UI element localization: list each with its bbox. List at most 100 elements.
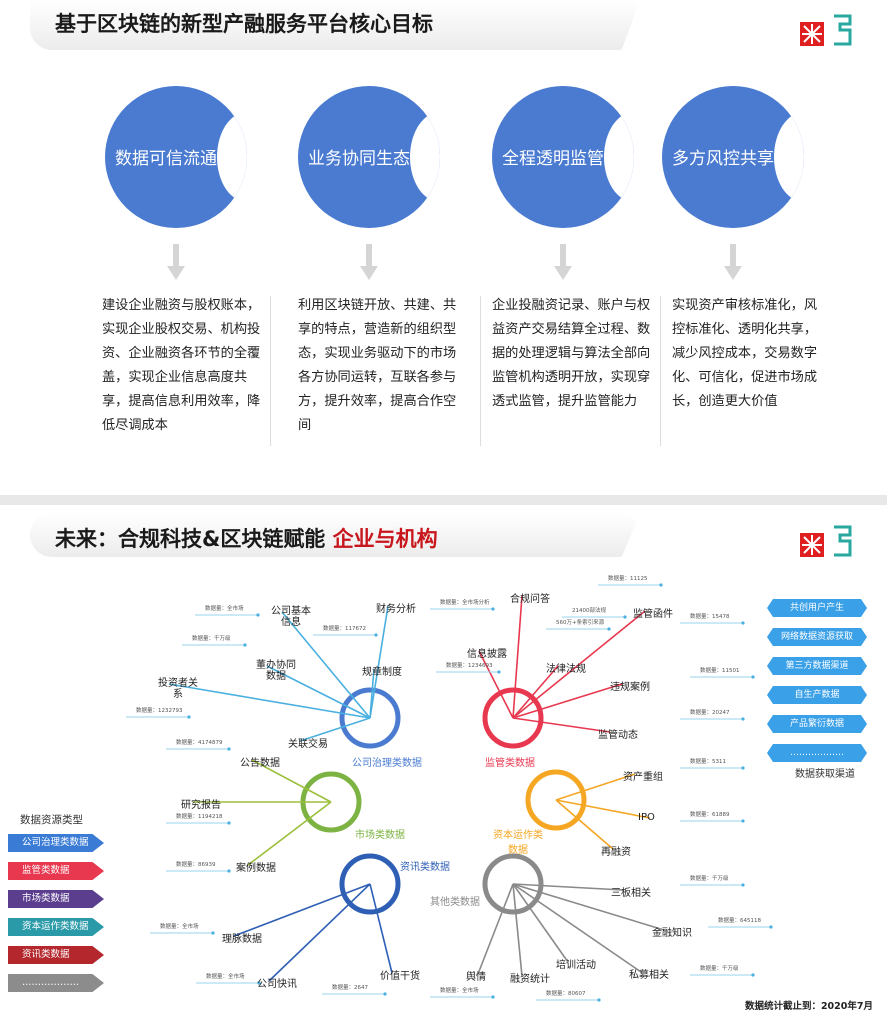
- data-count-label: 数据量：1194218: [176, 814, 223, 820]
- slide-separator: [0, 495, 887, 505]
- hub-ring: [482, 687, 544, 749]
- connector-line: [512, 610, 646, 719]
- count-dot: [187, 715, 191, 719]
- description-line: 控标准化、透明化共享，: [672, 322, 818, 337]
- data-count-label: 数据量：千万级: [192, 636, 231, 642]
- count-dot: [374, 633, 378, 637]
- data-node-label: 关联交易: [288, 739, 328, 750]
- data-node-label: IPO: [638, 812, 655, 823]
- connector-line: [369, 605, 389, 719]
- data-count-label: 数据量：全市场: [205, 606, 244, 612]
- description-line: 实现企业股权交易、机构投: [102, 322, 261, 337]
- count-dot: [751, 973, 755, 977]
- data-count-label: 数据量：117672: [323, 626, 366, 632]
- count-dot: [751, 675, 755, 679]
- data-count-label: 数据量：全市场: [206, 974, 245, 980]
- divider: [480, 296, 481, 446]
- connector-line: [512, 683, 623, 719]
- connector-line: [555, 799, 651, 819]
- data-count-label: 数据量：15478: [690, 614, 730, 620]
- count-dot: [741, 766, 745, 770]
- connector-line: [477, 883, 514, 975]
- title-bar: [30, 0, 640, 50]
- title-highlight: 企业与机构: [332, 527, 438, 551]
- description-line: 减少风控成本，交易数字: [672, 346, 818, 361]
- count-dot: [243, 643, 247, 647]
- data-node-label: 金融知识: [652, 928, 692, 939]
- connector-line: [512, 665, 559, 719]
- hub-ring: [339, 853, 401, 915]
- legend-item: 资本运作类数据: [8, 918, 104, 936]
- slide-core-goals: 基于区块链的新型产融服务平台核心目标 数据可信流通建设企业融资与股权账本，实现企…: [0, 0, 887, 495]
- data-count-label: 数据量：80607: [546, 991, 586, 997]
- goal-circle-3: 全程透明监管: [492, 86, 634, 228]
- description-line: 建设企业融资与股权账本，: [102, 298, 261, 313]
- legend-title: 数据资源类型: [20, 814, 83, 826]
- count-dot: [256, 613, 260, 617]
- data-node-label: 监管函件: [633, 609, 673, 620]
- count-dot: [491, 995, 495, 999]
- description-line: 享，提高信息利用效率，降: [102, 394, 261, 409]
- divider: [270, 296, 271, 446]
- goal-description: 建设企业融资与股权账本，实现企业股权交易、机构投资、企业融资各环节的全覆盖，实现…: [102, 294, 260, 438]
- description-line: 享的特点，营造新的组织型: [298, 322, 457, 337]
- count-dot: [741, 883, 745, 887]
- description-line: 利用区块链开放、共建、共: [298, 298, 457, 313]
- goal-circle-2: 业务协同生态: [298, 86, 440, 228]
- data-count-label: 数据量：61889: [690, 812, 730, 818]
- logo-icon: [800, 525, 852, 557]
- goal-description: 企业投融资记录、账户与权益资产交易结算全过程、数据的处理逻辑与算法全部向监管机构…: [492, 294, 650, 414]
- data-count-label: 数据量：千万级: [700, 966, 739, 972]
- connector-line: [512, 595, 523, 719]
- description-line: 监管机构透明开放，实现穿: [492, 370, 651, 385]
- connector-line: [251, 759, 332, 803]
- data-node-label: 研究报告: [181, 800, 221, 811]
- data-node-label: 公司快讯: [257, 979, 297, 990]
- connector-line: [512, 883, 642, 973]
- data-count-label: 数据量：1234693: [446, 663, 493, 669]
- hub-label: 监管类数据: [485, 758, 535, 769]
- description-line: 益资产交易结算全过程、数: [492, 322, 651, 337]
- data-node-label: 法律法规: [546, 664, 586, 675]
- data-node-label: 公告数据: [240, 758, 280, 769]
- data-count-label: 数据量：全市场: [440, 988, 479, 994]
- description-line: 据的处理逻辑与算法全部向: [492, 346, 651, 361]
- description-line: 企业投融资记录、账户与权: [492, 298, 651, 313]
- data-node-label: 理脉数据: [222, 934, 262, 945]
- connector-line: [266, 665, 371, 719]
- data-count-label: 数据量：全市场分析: [440, 600, 490, 606]
- description-line: 低尽调成本: [102, 418, 168, 433]
- connector-line: [281, 611, 371, 719]
- hub-label: 其他类数据: [430, 897, 480, 908]
- data-count-label: 数据量：5311: [690, 759, 726, 765]
- data-node-label: 私募相关: [629, 970, 669, 981]
- connector-line: [555, 773, 636, 801]
- count-dot: [741, 819, 745, 823]
- data-node-label: 舆情: [466, 972, 486, 983]
- connector-line: [512, 883, 569, 963]
- description-line: 方，提升效率，提高合作空: [298, 394, 457, 409]
- connector-line: [512, 883, 665, 931]
- count-dot: [497, 670, 501, 674]
- channel-item: 自生产数据: [767, 686, 867, 704]
- data-count-label: 数据量：2647: [332, 985, 368, 991]
- data-count-label: 数据量：645118: [718, 918, 761, 924]
- goal-label: 多方风控共享: [672, 149, 774, 169]
- data-node-label: 公司基本信息: [271, 606, 311, 628]
- data-count-label: 数据量：20247: [690, 710, 730, 716]
- down-arrow-icon: [554, 244, 572, 280]
- data-node-label: 案例数据: [236, 863, 276, 874]
- channel-item: 产品繁衍数据: [767, 715, 867, 733]
- data-count-label: 数据量：11501: [700, 668, 740, 674]
- channel-item: 第三方数据渠道: [767, 657, 867, 675]
- count-dot: [227, 747, 231, 751]
- goal-circle-4: 多方风控共享: [662, 86, 804, 228]
- hub-ring: [525, 769, 587, 831]
- data-count-label: 560万+条索引来源: [556, 620, 605, 626]
- data-node-label: 资产重组: [623, 772, 663, 783]
- description-line: 长，创造更大价值: [672, 394, 778, 409]
- count-dot: [741, 717, 745, 721]
- hub-label: 资讯类数据: [400, 862, 450, 873]
- count-dot: [597, 998, 601, 1002]
- data-node-label: 违规案例: [610, 682, 650, 693]
